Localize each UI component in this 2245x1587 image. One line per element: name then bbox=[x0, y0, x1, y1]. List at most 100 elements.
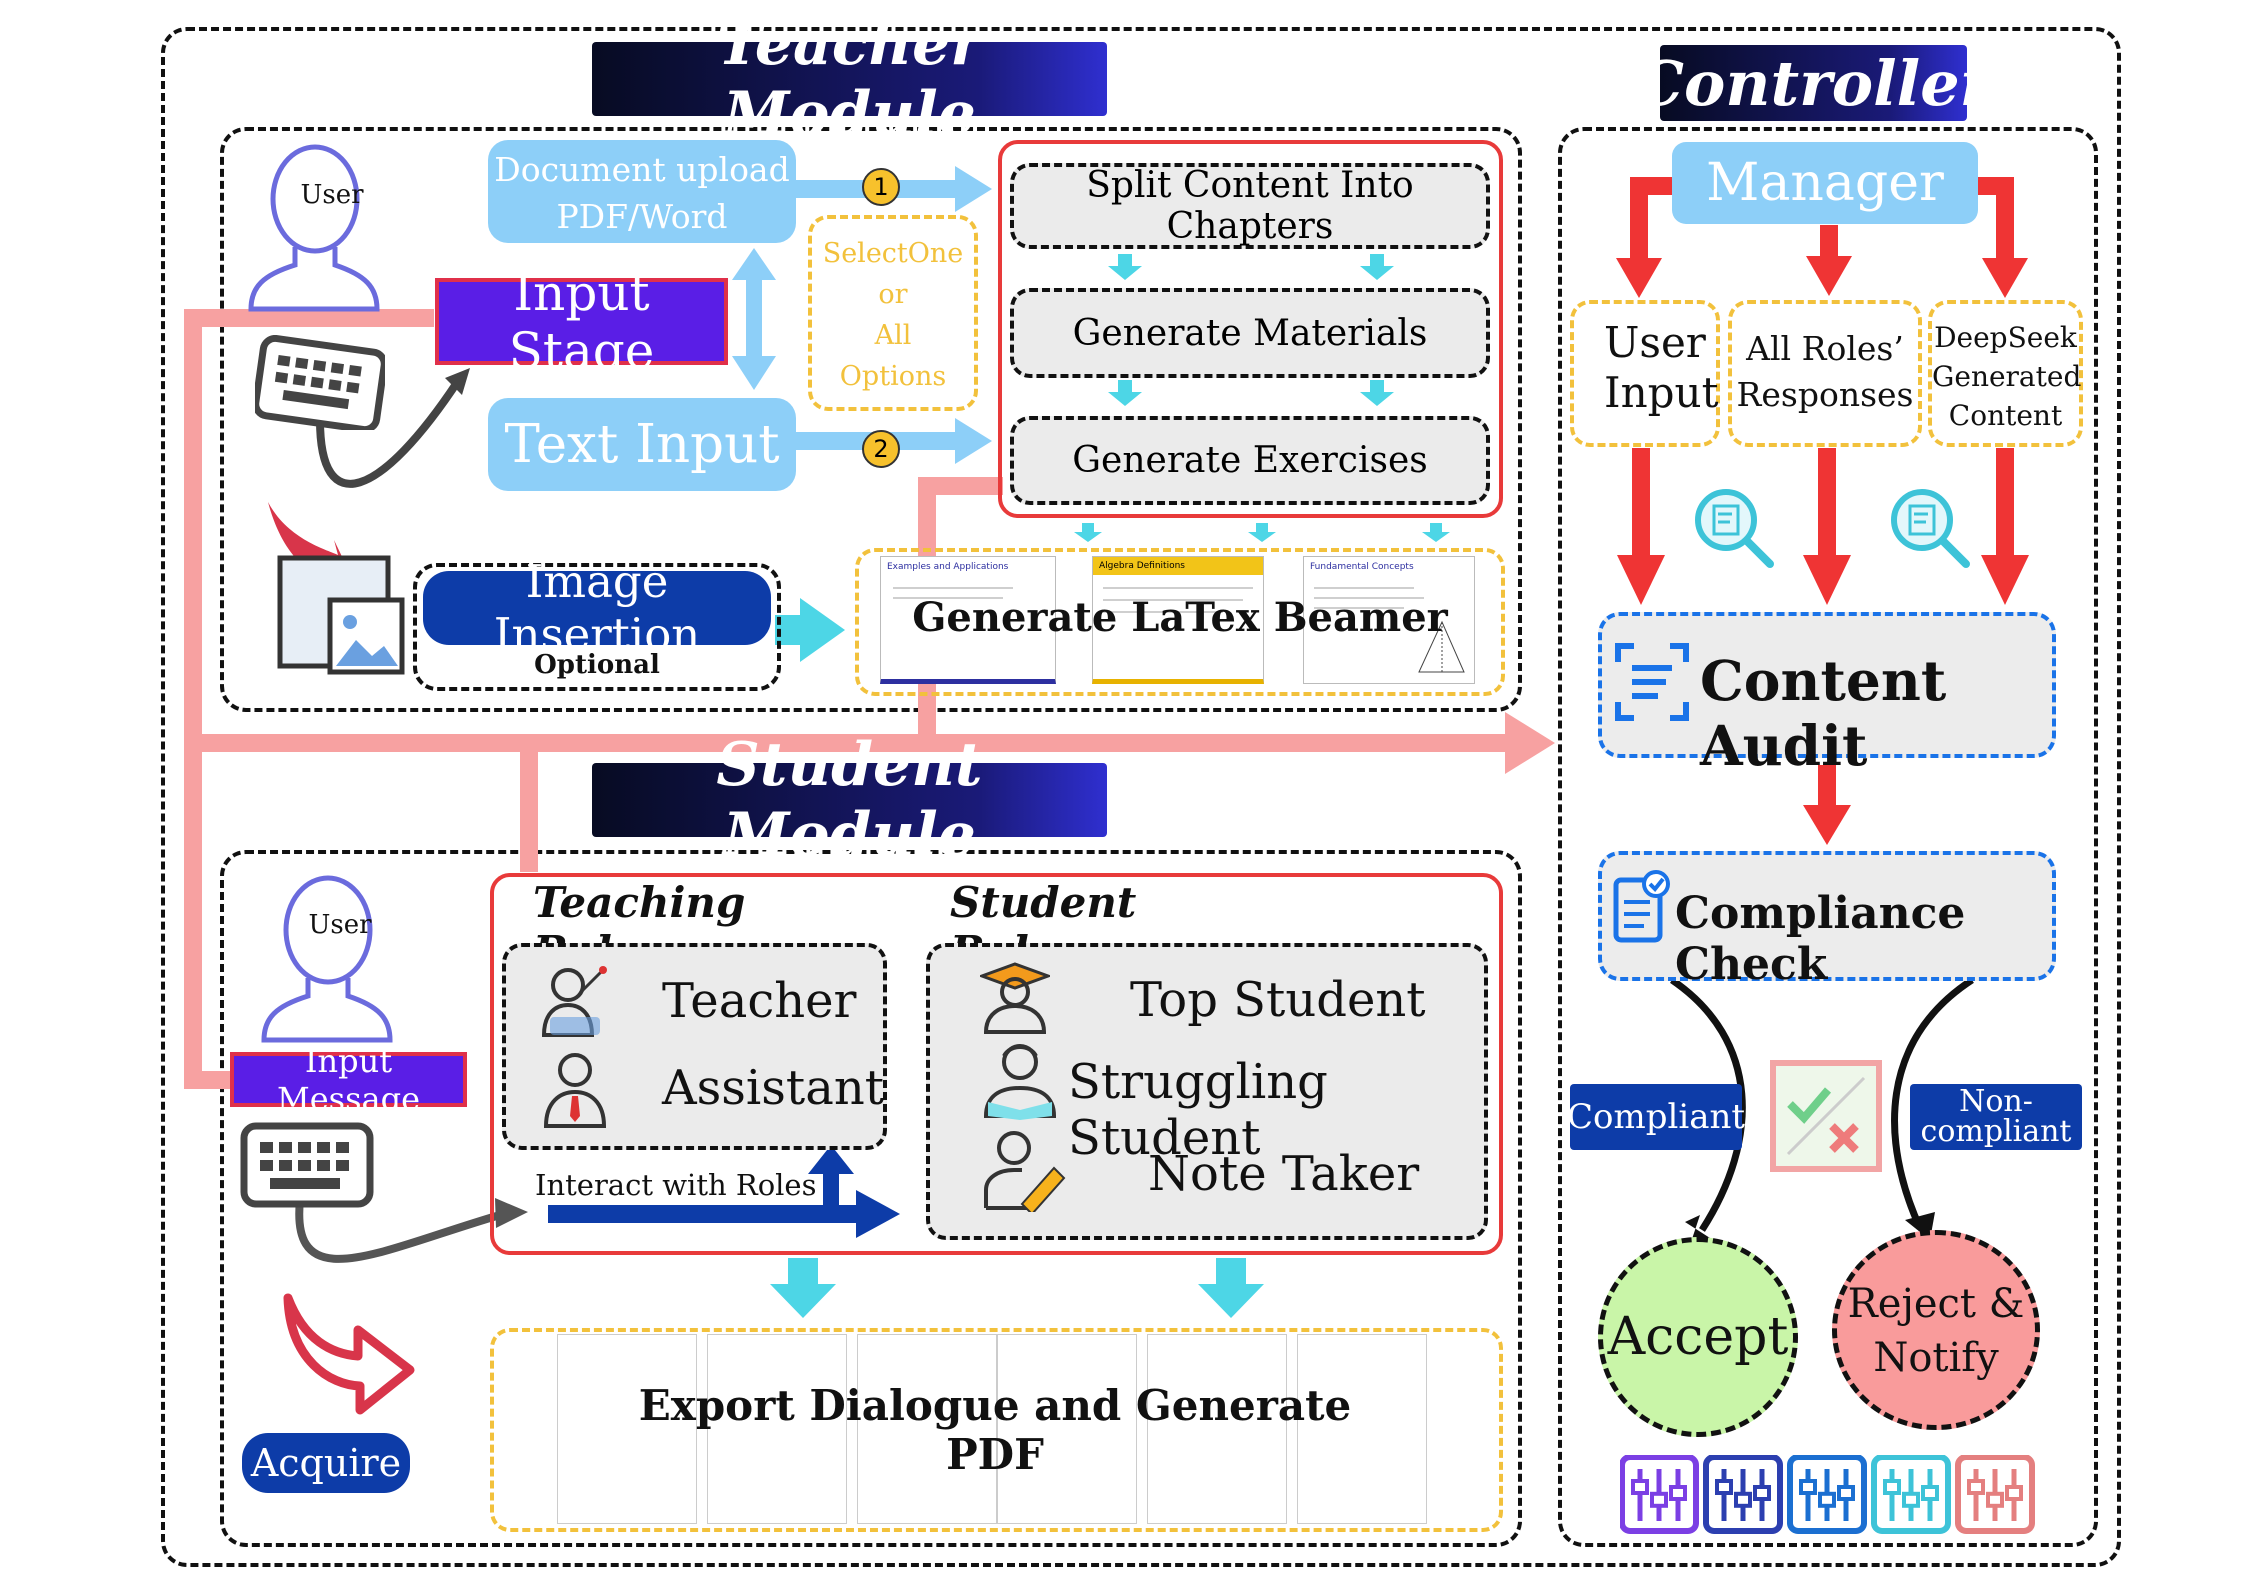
select-option-4: Options bbox=[839, 361, 947, 392]
reject-node: Reject & Notify bbox=[1832, 1230, 2040, 1430]
document-upload-label: Document upload bbox=[494, 149, 790, 189]
manager-box: Manager bbox=[1672, 142, 1978, 224]
pdf-page-2 bbox=[707, 1334, 847, 1524]
assistant-role-label: Assistant bbox=[662, 1060, 885, 1116]
document-upload-format: PDF/Word bbox=[556, 196, 728, 236]
pdf-page-3 bbox=[857, 1334, 997, 1524]
controller-title: Controller bbox=[1634, 45, 1993, 121]
teacher-role-label: Teacher bbox=[662, 973, 857, 1029]
step-1-badge: 1 bbox=[862, 168, 900, 206]
teacher-icon bbox=[541, 966, 607, 1037]
audit-scan-icon bbox=[1615, 643, 1689, 721]
all-roles-line2: Responses bbox=[1736, 375, 1914, 414]
input-stage-button[interactable]: Input Stage bbox=[435, 264, 728, 380]
step-2-badge: 2 bbox=[862, 430, 900, 468]
top-student-label: Top Student bbox=[1130, 972, 1426, 1028]
deepseek-line2: Generated bbox=[1932, 360, 2082, 393]
cyan-arrows bbox=[770, 254, 1450, 1318]
text-input-box[interactable]: Text Input bbox=[488, 398, 796, 491]
pink-flow-lines bbox=[184, 309, 1555, 1089]
interact-with-roles-label: Interact with Roles bbox=[535, 1168, 817, 1202]
deepseek-line3: Content bbox=[1948, 399, 2063, 432]
student-user-icon bbox=[261, 875, 393, 1043]
outer-frame bbox=[161, 27, 2121, 1567]
red-arrows bbox=[1616, 177, 2029, 845]
check-cross-icon bbox=[1770, 1060, 1882, 1172]
student-user-label: User bbox=[308, 910, 372, 940]
image-insertion-button[interactable]: Image Insertion bbox=[423, 555, 771, 661]
optional-label: Optional bbox=[534, 650, 660, 680]
reject-line2: Notify bbox=[1873, 1335, 1999, 1381]
keyboard-curve-bottom bbox=[295, 1199, 502, 1263]
inspect-icon bbox=[1695, 489, 1774, 568]
image-insertion-frame bbox=[413, 563, 781, 691]
export-pdf-label: Export Dialogue and Generate PDF bbox=[638, 1381, 1352, 1479]
select-option-1: SelectOne bbox=[822, 238, 964, 269]
teacher-module-frame bbox=[220, 127, 1522, 712]
content-audit-label: Content Audit bbox=[1700, 648, 1947, 778]
student-roles-group bbox=[926, 943, 1488, 1240]
pdf-page-4 bbox=[997, 1334, 1137, 1524]
user-input-source: User Input bbox=[1570, 300, 1720, 447]
struggling-student-icon bbox=[983, 1044, 1057, 1120]
teacher-module-title: Teacher Module bbox=[592, 9, 1107, 149]
slider-icon bbox=[1620, 1455, 1699, 1534]
slider-icon bbox=[1703, 1455, 1783, 1534]
export-pdf-box bbox=[490, 1328, 1503, 1532]
reject-line1: Reject & bbox=[1847, 1281, 2025, 1327]
noncompliant-line1: Non- bbox=[1959, 1084, 2033, 1119]
top-student-icon bbox=[980, 962, 1050, 1034]
pdf-page-1 bbox=[557, 1334, 697, 1524]
latex-beamer-label: Generate LaTex Beamer bbox=[912, 593, 1448, 641]
input-message-button[interactable]: Input Message bbox=[230, 1042, 467, 1118]
teaching-roles-group bbox=[502, 943, 887, 1150]
student-keyboard-icon bbox=[240, 1122, 374, 1208]
note-taker-label: Note Taker bbox=[1148, 1146, 1420, 1202]
deepseek-source: DeepSeek Generated Content bbox=[1928, 300, 2083, 447]
user-icon bbox=[248, 144, 380, 312]
generate-exercises-step: Generate Exercises bbox=[1010, 416, 1490, 505]
slide-title-1: Examples and Applications bbox=[887, 562, 1009, 572]
user-input-line2: Input bbox=[1604, 368, 1719, 417]
interact-arrow bbox=[548, 1145, 900, 1238]
slider-icon-group bbox=[1620, 1455, 2035, 1534]
student-module-frame bbox=[220, 850, 1522, 1547]
user-input-line1: User bbox=[1604, 318, 1706, 367]
teaching-roles-title: Teaching Roles bbox=[533, 878, 746, 976]
split-chapters-step: Split Content Into Chapters bbox=[1010, 163, 1490, 249]
roles-box bbox=[490, 873, 1503, 1255]
all-roles-source: All Roles’ Responses bbox=[1728, 300, 1922, 447]
acquire-button[interactable]: Acquire bbox=[242, 1433, 410, 1493]
keyboard-icon bbox=[255, 335, 385, 430]
document-upload-box[interactable]: Document upload PDF/Word bbox=[488, 140, 796, 243]
keyboard-curve-top bbox=[316, 375, 464, 488]
compliance-check-label: Compliance Check bbox=[1675, 888, 1966, 990]
assistant-icon bbox=[543, 1053, 607, 1128]
slider-icon bbox=[1955, 1455, 2035, 1534]
pdf-page-5 bbox=[1147, 1334, 1287, 1524]
user-label: User bbox=[300, 180, 364, 210]
compliant-label: Compliant bbox=[1567, 1084, 1745, 1150]
slide-thumbnail-3: Fundamental Concepts bbox=[1303, 556, 1475, 684]
slide-thumbnail-2: Algebra Definitions bbox=[1092, 556, 1264, 684]
acquire-arrow-icon bbox=[283, 1293, 415, 1415]
note-taker-icon bbox=[984, 1131, 1066, 1212]
slide-title-2: Algebra Definitions bbox=[1093, 557, 1263, 575]
accept-node: Accept bbox=[1598, 1237, 1798, 1437]
slider-icon bbox=[1871, 1455, 1951, 1534]
controller-frame bbox=[1558, 127, 2098, 1547]
inspect-icon bbox=[1891, 489, 1970, 568]
select-option-3: All bbox=[874, 320, 912, 351]
slide-title-3: Fundamental Concepts bbox=[1310, 562, 1414, 572]
compliance-check-box bbox=[1598, 851, 2056, 981]
struggling-student-label: Struggling Student bbox=[1068, 1054, 1328, 1166]
generate-materials-step: Generate Materials bbox=[1010, 288, 1490, 378]
noncompliant-label: Non- compliant bbox=[1910, 1084, 2082, 1150]
select-option-2: or bbox=[878, 279, 908, 310]
noncompliant-line2: compliant bbox=[1920, 1114, 2072, 1149]
student-roles-title: Student Roles bbox=[950, 878, 1137, 976]
pdf-page-6 bbox=[1297, 1334, 1427, 1524]
deepseek-line1: DeepSeek bbox=[1934, 321, 2077, 354]
compliance-clipboard-icon bbox=[1613, 870, 1670, 943]
